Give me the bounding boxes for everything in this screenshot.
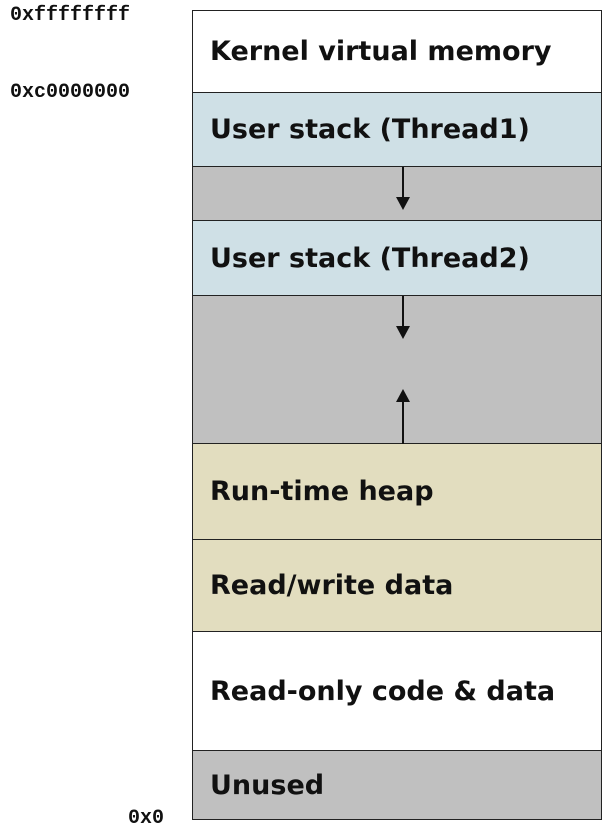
segment-read-only-code-data: Read-only code & data <box>193 632 601 751</box>
segment-label-stack-thread1: User stack (Thread1) <box>210 114 530 145</box>
stack2-growth-down-arrow-icon <box>396 296 410 339</box>
segment-label-ro-code: Read-only code & data <box>210 675 556 707</box>
segment-label-unused: Unused <box>210 769 325 801</box>
segment-label-rw-data: Read/write data <box>210 570 454 601</box>
segment-label-heap: Run-time heap <box>210 476 434 507</box>
stack1-growth-down-arrow-icon <box>396 167 410 210</box>
segment-label-stack-thread2: User stack (Thread2) <box>210 242 530 274</box>
segment-gap-stack-heap <box>193 296 601 444</box>
segment-label-kernel: Kernel virtual memory <box>210 36 552 67</box>
segment-user-stack-thread1: User stack (Thread1) <box>193 93 601 167</box>
segment-run-time-heap: Run-time heap <box>193 444 601 540</box>
heap-growth-up-arrow-icon <box>396 389 410 444</box>
address-label-kernel-start: 0xc0000000 <box>10 81 131 104</box>
segment-kernel-virtual-memory: Kernel virtual memory <box>193 11 601 93</box>
memory-layout-diagram: Kernel virtual memory User stack (Thread… <box>192 10 602 820</box>
segment-user-stack-thread2: User stack (Thread2) <box>193 221 601 296</box>
segment-unused: Unused <box>193 751 601 819</box>
segment-gap-between-stacks <box>193 167 601 221</box>
address-label-bottom: 0x0 <box>128 807 165 830</box>
address-label-top: 0xffffffff <box>10 4 131 27</box>
segment-read-write-data: Read/write data <box>193 540 601 632</box>
